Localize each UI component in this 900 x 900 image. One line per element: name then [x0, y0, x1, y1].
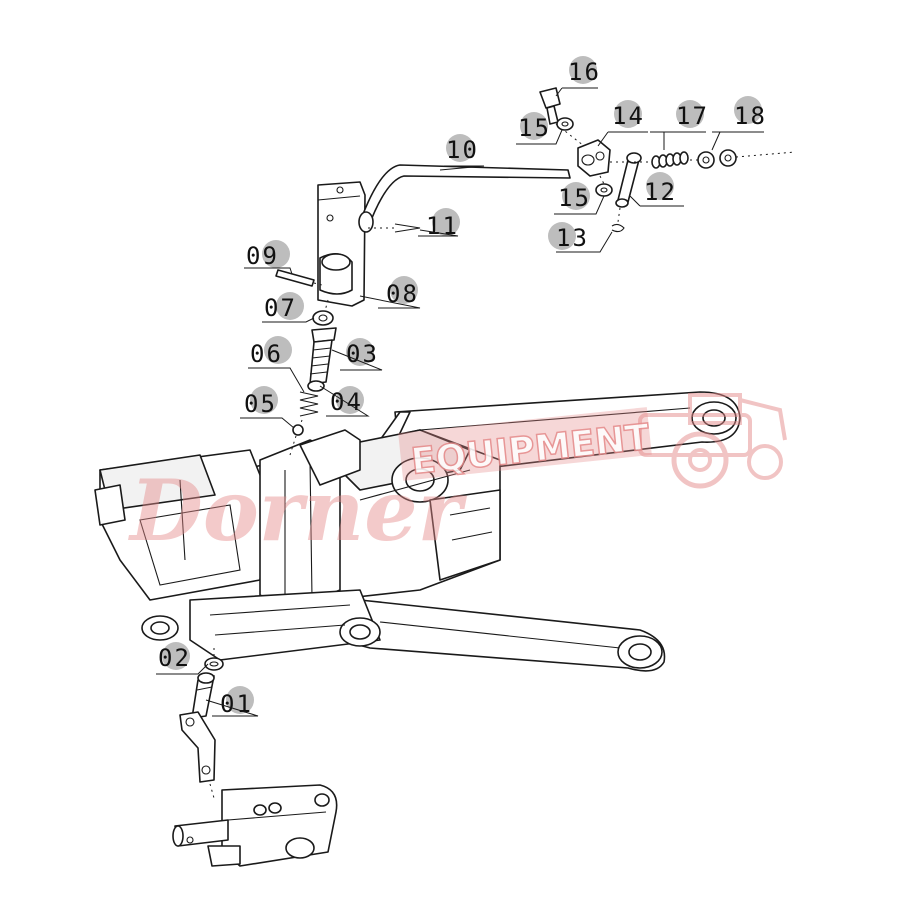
lift-housing [94, 391, 741, 672]
svg-text:10: 10 [446, 136, 479, 164]
svg-text:06: 06 [250, 340, 283, 368]
callout-15-lower: 15 [554, 182, 605, 215]
spring [651, 151, 689, 169]
watermark-tractor-icon [638, 393, 787, 489]
svg-text:15: 15 [558, 184, 591, 212]
callout-11: 11 [418, 208, 460, 240]
callout-17: 17 [650, 100, 709, 150]
callout-08: 08 [359, 276, 421, 309]
callout-16: 16 [555, 56, 601, 97]
callout-10: 10 [439, 134, 485, 171]
lower-linkage [172, 648, 338, 867]
svg-text:12: 12 [644, 178, 677, 206]
svg-text:18: 18 [734, 102, 767, 130]
callout-04: 04 [319, 385, 370, 417]
svg-text:16: 16 [568, 58, 601, 86]
svg-text:14: 14 [612, 102, 645, 130]
callout-13: 13 [548, 222, 613, 253]
watermark-script-text: Dorner [128, 461, 468, 560]
svg-text:05: 05 [244, 390, 277, 418]
callout-01: 01 [205, 686, 259, 718]
callout-12: 12 [629, 172, 684, 207]
svg-text:15: 15 [518, 114, 551, 142]
svg-text:02: 02 [158, 644, 191, 672]
callout-05: 05 [240, 386, 295, 429]
callout-06: 06 [248, 336, 305, 393]
callout-09: 09 [244, 240, 293, 275]
svg-text:09: 09 [246, 242, 279, 270]
callout-03: 03 [331, 338, 383, 371]
svg-text:07: 07 [264, 294, 297, 322]
callout-18: 18 [711, 96, 767, 151]
svg-text:08: 08 [386, 280, 419, 308]
svg-text:01: 01 [220, 690, 253, 718]
callouts: 16 14 17 18 15 10 [156, 56, 767, 718]
callout-15-upper: 15 [516, 112, 563, 145]
svg-text:13: 13 [556, 224, 589, 252]
callout-14: 14 [597, 100, 648, 147]
callout-02: 02 [156, 642, 209, 675]
callout-07: 07 [262, 292, 315, 323]
svg-text:17: 17 [676, 102, 709, 130]
control-lever-assembly [275, 87, 796, 456]
svg-text:03: 03 [346, 340, 379, 368]
